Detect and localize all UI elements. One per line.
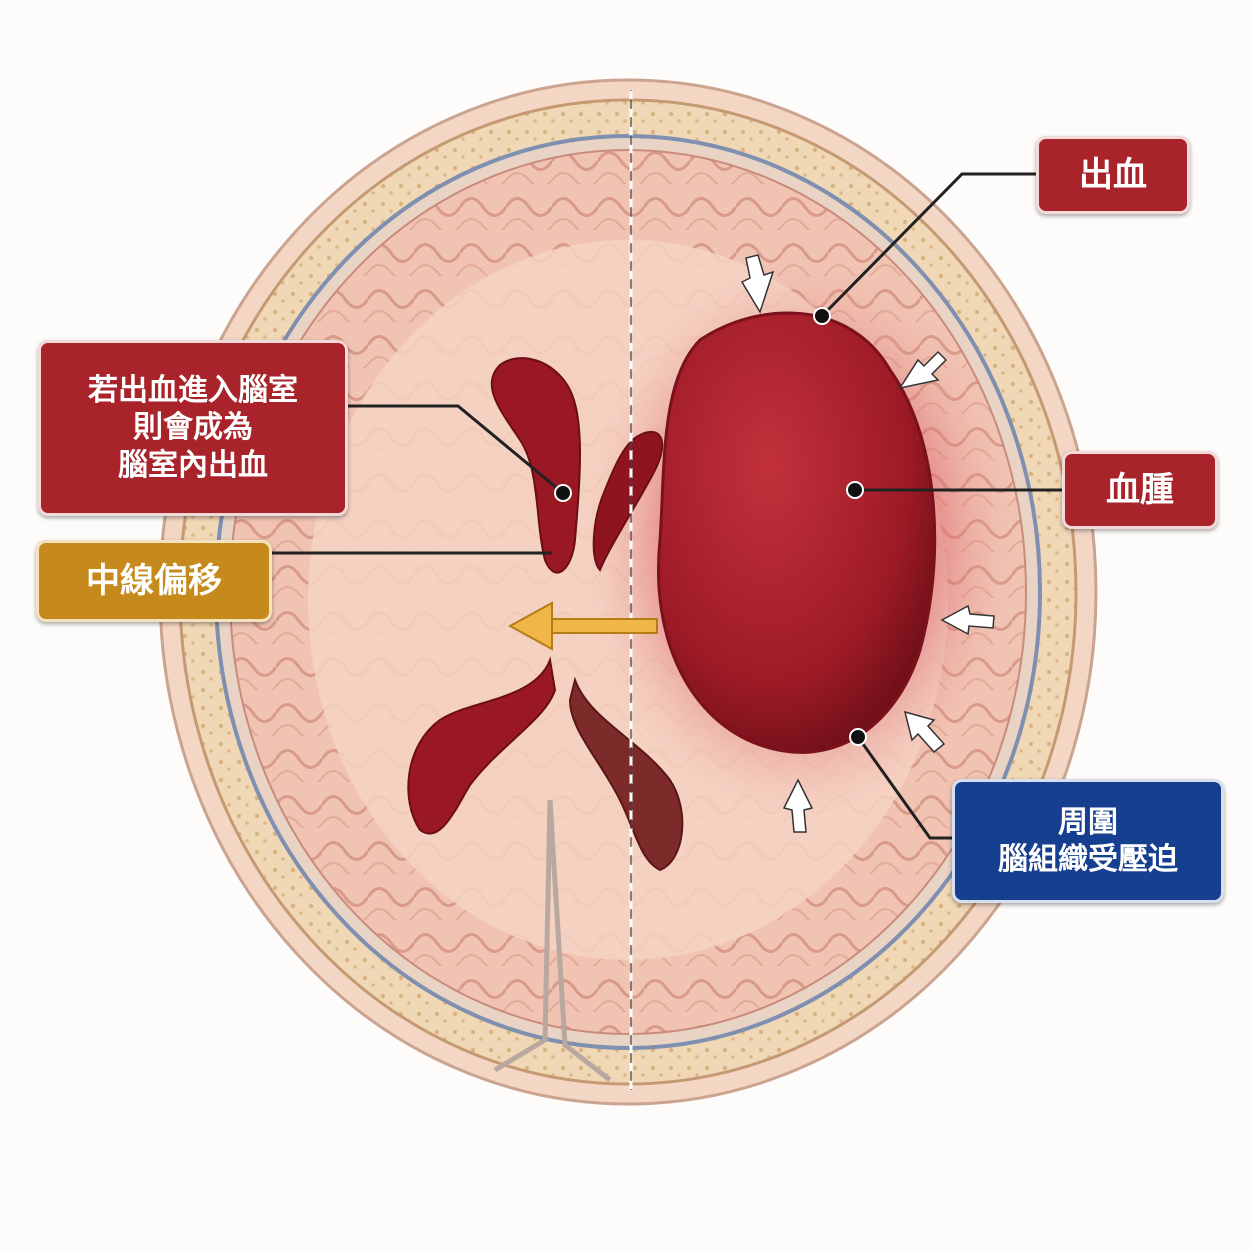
arrow-icon <box>740 254 995 833</box>
compression-line-1: 周圍 <box>1058 804 1118 840</box>
ivh-line-2: 則會成為 <box>133 410 253 446</box>
label-hematoma-text: 血腫 <box>1106 469 1174 510</box>
hematoma <box>657 311 937 754</box>
pointer-dot-icon <box>554 484 572 502</box>
pointer-dot-icon <box>813 307 831 325</box>
ivh-line-3: 腦室內出血 <box>118 447 268 483</box>
label-intraventricular-hemorrhage: 若出血進入腦室 則會成為 腦室內出血 <box>38 340 348 516</box>
falx-posterior <box>493 799 612 1082</box>
left-lateral-ventricle <box>490 357 581 574</box>
ivh-line-1: 若出血進入腦室 <box>88 372 298 408</box>
arrow-icon <box>507 601 658 651</box>
compression-line-2: 腦組織受壓迫 <box>998 842 1178 877</box>
right-lateral-ventricle <box>592 430 664 572</box>
leader-lines <box>272 172 1062 840</box>
label-compression: 周圍 腦組織受壓迫 <box>952 779 1224 903</box>
label-hemorrhage-text: 出血 <box>1079 154 1147 195</box>
label-hemorrhage: 出血 <box>1036 136 1190 214</box>
pointer-dot-icon <box>846 481 864 499</box>
label-midline-shift-text: 中線偏移 <box>86 560 222 601</box>
pointer-dot-icon <box>849 728 867 746</box>
label-hematoma: 血腫 <box>1062 451 1218 529</box>
left-posterior-horn <box>407 656 557 835</box>
label-midline-shift: 中線偏移 <box>36 540 272 622</box>
